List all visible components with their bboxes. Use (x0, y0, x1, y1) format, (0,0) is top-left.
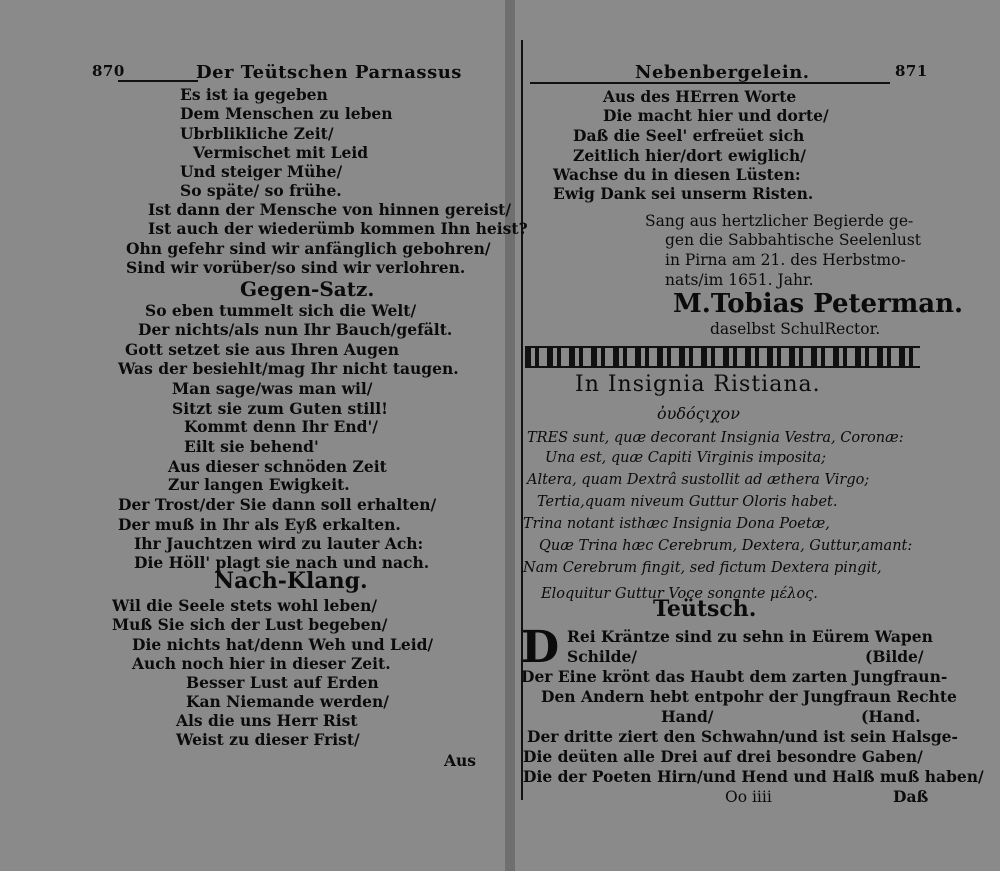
left-page: 870 Der Teütschen Parnassus Es ist ia ge… (92, 62, 528, 770)
latin-line: TRES sunt, quæ decorant Insignia Vestra,… (527, 430, 904, 446)
verse-line: So späte/ so frühe. (180, 181, 342, 200)
latin-line: Altera, quam Dextrâ sustollit ad æthera … (527, 472, 870, 488)
drop-cap-d: D (521, 622, 560, 673)
verse-line: Es ist ia gegeben (180, 85, 328, 104)
book-gutter (505, 0, 515, 871)
verse-line: Aus des HErren Worte (603, 87, 797, 106)
verse-line: Der Trost/der Sie dann soll erhalten/ (118, 495, 437, 514)
verse-line: Ewig Dank sei unserm Risten. (553, 184, 814, 203)
greek-subheading: ὀυδόςιχον (657, 404, 740, 423)
verse-line: Wachse du in diesen Lüsten: (553, 165, 801, 184)
verse-line: Der nichts/als nun Ihr Bauch/gefält. (138, 320, 453, 339)
german-line: Die der Poeten Hirn/und Hend und Halß mu… (523, 767, 984, 786)
verse-line: Und steiger Mühe/ (180, 162, 343, 181)
verse-line: Die Höll' plagt sie nach und nach. (134, 553, 430, 572)
latin-heading: In Insignia Ristiana. (575, 372, 821, 397)
latin-line: Quæ Trina hæc Cerebrum, Dextera, Guttur,… (539, 538, 913, 554)
dedication-line: in Pirna am 21. des Herbstmo- (665, 251, 906, 269)
verse-line: Zur langen Ewigkeit. (168, 475, 350, 494)
german-line: Die deüten alle Drei auf drei besondre G… (523, 747, 923, 766)
latin-line: Trina notant isthæc Insignia Dona Poetæ, (523, 516, 830, 532)
german-line: Rei Kräntze sind zu sehn in Eürem Wapen (567, 627, 933, 646)
right-page: Nebenbergelein. 871 Aus des HErren Worte… (515, 0, 1000, 871)
verse-line: Vermischet mit Leid (193, 143, 369, 162)
verse-line: Ist auch der wiederümb kommen Ihn heist? (148, 219, 528, 238)
dedication-line: gen die Sabbahtische Seelenlust (665, 231, 922, 249)
verse-line: Der muß in Ihr als Eyß erkalten. (118, 515, 401, 534)
latin-line: Nam Cerebrum fingit, sed fictum Dextera … (523, 560, 882, 576)
section-heading-gegensatz: Gegen-Satz. (240, 277, 375, 301)
verse-line: Ubrblikliche Zeit/ (180, 124, 334, 143)
head-rule-left (118, 80, 198, 82)
verse-line: Zeitlich hier/dort ewiglich/ (573, 146, 806, 165)
latin-line: Tertia,quam niveum Guttur Oloris habet. (537, 494, 838, 510)
verse-line: Sind wir vorüber/so sind wir verlohren. (126, 258, 466, 277)
running-head-left: Der Teütschen Parnassus (196, 62, 462, 83)
verse-line: Wil die Seele stets wohl leben/ (112, 596, 377, 615)
verse-line: Auch noch hier in dieser Zeit. (132, 654, 391, 673)
dedication-line: Sang aus hertzlicher Begierde ge- (645, 212, 914, 230)
verse-line: Was der besiehlt/mag Ihr nicht taugen. (118, 359, 459, 378)
verse-line: Muß Sie sich der Lust begeben/ (112, 615, 388, 634)
verse-line: Eilt sie behend' (184, 437, 319, 456)
dedication-line: nats/im 1651. Jahr. (665, 271, 814, 289)
verse-line: Die nichts hat/denn Weh und Leid/ (132, 635, 434, 654)
german-heading: Teütsch. (653, 596, 757, 622)
gutter-rule (521, 40, 523, 800)
german-line: (Bilde/ (865, 647, 924, 666)
verse-line: Aus dieser schnöden Zeit (168, 457, 387, 476)
verse-line: So eben tummelt sich die Welt/ (145, 301, 417, 320)
german-line: Schilde/ (567, 647, 638, 666)
german-line: Hand/ (661, 707, 714, 726)
signature-mark: Oo iiii (725, 788, 772, 806)
german-line: Der dritte ziert den Schwahn/und ist sei… (527, 727, 958, 746)
verse-line: Sitzt sie zum Guten still! (172, 399, 388, 418)
german-line: (Hand. (861, 707, 921, 726)
author-title: daselbst SchulRector. (710, 320, 881, 338)
verse-line: Ohn gefehr sind wir anfänglich gebohren/ (126, 239, 491, 258)
verse-line: Die macht hier und dorte/ (603, 106, 829, 125)
verse-line: Ihr Jauchtzen wird zu lauter Ach: (134, 534, 424, 553)
german-line: Der Eine krönt das Haubt dem zarten Jung… (521, 667, 948, 686)
ornament-band (525, 346, 920, 368)
verse-line: Man sage/was man wil/ (172, 379, 373, 398)
page-number-right: 871 (895, 62, 928, 80)
latin-line: Eloquitur Guttur Voce sonante μέλος. (541, 586, 818, 602)
verse-line: Daß die Seel' erfreüet sich (573, 126, 805, 145)
head-rule-right (530, 82, 890, 84)
catchword-right: Daß (893, 787, 929, 806)
verse-line: Als die uns Herr Rist (176, 711, 358, 730)
section-heading-nachklang: Nach-Klang. (214, 568, 368, 594)
verse-line: Kan Niemande werden/ (186, 692, 389, 711)
catchword-left: Aus (444, 751, 477, 770)
running-head-right: Nebenbergelein. (635, 62, 810, 83)
verse-line: Dem Menschen zu leben (180, 104, 393, 123)
verse-line: Kommt denn Ihr End'/ (184, 417, 378, 436)
author-name: M.Tobias Peterman. (673, 289, 964, 319)
verse-line: Weist zu dieser Frist/ (176, 730, 360, 749)
verse-line: Ist dann der Mensche von hinnen gereist/ (148, 200, 511, 219)
latin-line: Una est, quæ Capiti Virginis imposita; (545, 450, 827, 466)
verse-line: Besser Lust auf Erden (186, 673, 379, 692)
verse-line: Gott setzet sie aus Ihren Augen (125, 340, 400, 359)
page-number-left: 870 (92, 62, 125, 80)
german-line: Den Andern hebt entpohr der Jungfraun Re… (541, 687, 957, 706)
